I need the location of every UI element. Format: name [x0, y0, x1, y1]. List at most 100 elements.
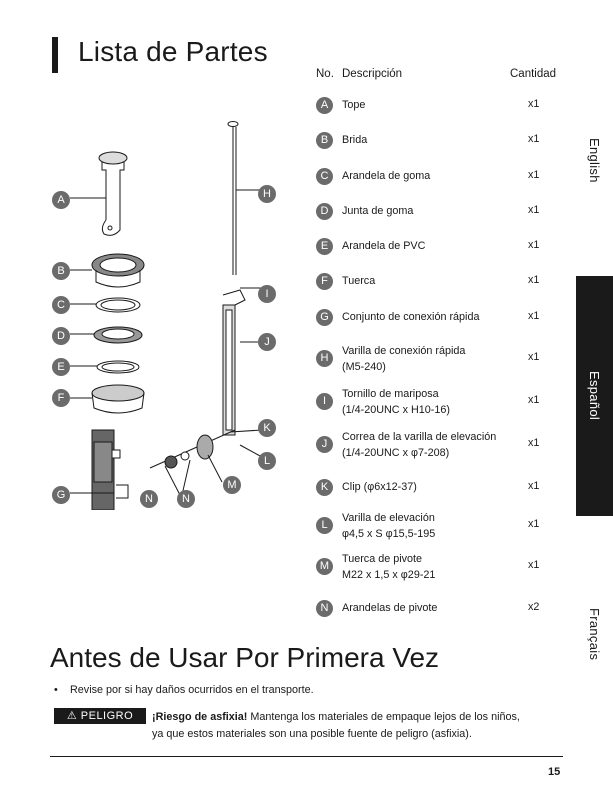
part-letter-badge: C — [316, 168, 333, 185]
diagram-callout-badge: H — [258, 185, 276, 203]
part-description-line-2: φ4,5 x S φ15,5-195 — [342, 528, 436, 540]
part-letter-badge: F — [316, 273, 333, 290]
diagram-callout-badge: N — [140, 490, 158, 508]
part-description: Correa de la varilla de elevación (1/4-20… — [342, 429, 522, 461]
col-header-no: No. — [316, 68, 334, 80]
part-letter-badge: J — [316, 436, 333, 453]
part-description-line-1: Tuerca de pivote — [342, 553, 423, 565]
part-description: Tornillo de mariposa (1/4-20UNC x H10-16) — [342, 386, 522, 418]
diagram-callout-badge: I — [258, 285, 276, 303]
part-description: Conjunto de conexión rápida — [342, 309, 522, 325]
part-description-line-1: Tope — [342, 99, 366, 111]
part-letter-badge: E — [316, 238, 333, 255]
part-letter-badge: I — [316, 393, 333, 410]
side-tab-francais[interactable]: Français — [576, 592, 613, 676]
part-letter-badge: K — [316, 479, 333, 496]
parts-diagram — [70, 121, 263, 510]
part-description-line-1: Arandelas de pivote — [342, 602, 438, 614]
part-quantity: x1 — [528, 480, 540, 492]
part-description: Brida — [342, 132, 522, 148]
side-tab-espanol[interactable]: Español — [576, 276, 613, 516]
warning-text: ¡Riesgo de asfixia! Mantenga los materia… — [152, 709, 562, 743]
diagram-callout-badge: L — [258, 452, 276, 470]
part-letter-badge: G — [316, 309, 333, 326]
part-quantity: x1 — [528, 437, 540, 449]
diagram-callout-badge: G — [52, 486, 70, 504]
part-quantity: x1 — [528, 394, 540, 406]
diagram-callout-badge: F — [52, 389, 70, 407]
part-quantity: x1 — [528, 559, 540, 571]
diagram-callout-badge: J — [258, 333, 276, 351]
warning-text-line-2: ya que estos materiales son una posible … — [152, 728, 472, 740]
part-letter-badge: L — [316, 517, 333, 534]
side-tab-english[interactable]: English — [576, 120, 613, 200]
side-tab-espanol-label: Español — [587, 371, 602, 421]
part-description-line-1: Arandela de PVC — [342, 240, 426, 252]
warning-bold: ¡Riesgo de asfixia! — [152, 711, 248, 723]
part-description-line-2: (M5-240) — [342, 361, 386, 373]
diagram-callout-badge: C — [52, 296, 70, 314]
diagram-callout-badge: B — [52, 262, 70, 280]
part-quantity: x1 — [528, 351, 540, 363]
diagram-callout-badge: E — [52, 358, 70, 376]
part-description: Arandelas de pivote — [342, 600, 522, 616]
page-number: 15 — [548, 766, 561, 778]
title-accent-bar — [52, 37, 58, 73]
bullet-dot-icon: • — [54, 684, 58, 696]
part-quantity: x1 — [528, 98, 540, 110]
part-description-line-2: (1/4-20UNC x φ7-208) — [342, 447, 450, 459]
part-quantity: x2 — [528, 601, 540, 613]
warning-triangle-icon: ⚠ — [66, 710, 78, 722]
col-header-desc: Descripción — [342, 68, 403, 80]
part-quantity: x1 — [528, 518, 540, 530]
part-description: Varilla de conexión rápida (M5-240) — [342, 343, 522, 375]
diagram-callout-badge: K — [258, 419, 276, 437]
part-description-line-1: Varilla de elevación — [342, 512, 435, 524]
part-description-line-1: Brida — [342, 134, 368, 146]
part-description-line-1: Correa de la varilla de elevación — [342, 431, 497, 443]
part-description-line-2: (1/4-20UNC x H10-16) — [342, 404, 451, 416]
part-description-line-1: Clip (φ6x12-37) — [342, 481, 417, 493]
diagram-callout-badge: D — [52, 327, 70, 345]
part-description-line-1: Junta de goma — [342, 205, 414, 217]
part-quantity: x1 — [528, 133, 540, 145]
diagram-callout-badge: M — [223, 476, 241, 494]
section-title-before-use: Antes de Usar Por Primera Vez — [50, 642, 440, 673]
part-description: Clip (φ6x12-37) — [342, 479, 522, 495]
part-description: Varilla de elevación φ4,5 x S φ15,5-195 — [342, 510, 522, 542]
warning-text-line-1: Mantenga los materiales de empaque lejos… — [247, 711, 520, 723]
part-quantity: x1 — [528, 310, 540, 322]
part-description-line-1: Varilla de conexión rápida — [342, 345, 466, 357]
bullet-text: Revise por si hay daños ocurridos en el … — [70, 684, 314, 696]
part-description: Tope — [342, 97, 522, 113]
warning-label: PELIGRO — [80, 710, 134, 722]
side-tab-francais-label: Français — [587, 607, 602, 661]
part-letter-badge: A — [316, 97, 333, 114]
part-quantity: x1 — [528, 239, 540, 251]
part-description: Arandela de goma — [342, 168, 522, 184]
part-description: Junta de goma — [342, 203, 522, 219]
part-quantity: x1 — [528, 169, 540, 181]
side-tab-english-label: English — [587, 137, 602, 183]
part-description-line-1: Tornillo de mariposa — [342, 388, 439, 400]
part-description-line-1: Conjunto de conexión rápida — [342, 311, 480, 323]
part-quantity: x1 — [528, 204, 540, 216]
warning-badge: ⚠ PELIGRO — [54, 708, 146, 724]
footer-rule — [50, 756, 563, 757]
part-description-line-2: M22 x 1,5 x φ29-21 — [342, 569, 436, 581]
part-letter-badge: N — [316, 600, 333, 617]
part-description: Arandela de PVC — [342, 238, 522, 254]
part-letter-badge: B — [316, 132, 333, 149]
part-description: Tuerca — [342, 273, 522, 289]
diagram-callout-badge: A — [52, 191, 70, 209]
part-description-line-1: Tuerca — [342, 275, 376, 287]
col-header-qty: Cantidad — [510, 68, 557, 80]
part-letter-badge: D — [316, 203, 333, 220]
diagram-callout-badge: N — [177, 490, 195, 508]
part-letter-badge: M — [316, 558, 333, 575]
page-title: Lista de Partes — [78, 36, 268, 67]
part-description-line-1: Arandela de goma — [342, 170, 431, 182]
part-letter-badge: H — [316, 350, 333, 367]
part-quantity: x1 — [528, 274, 540, 286]
